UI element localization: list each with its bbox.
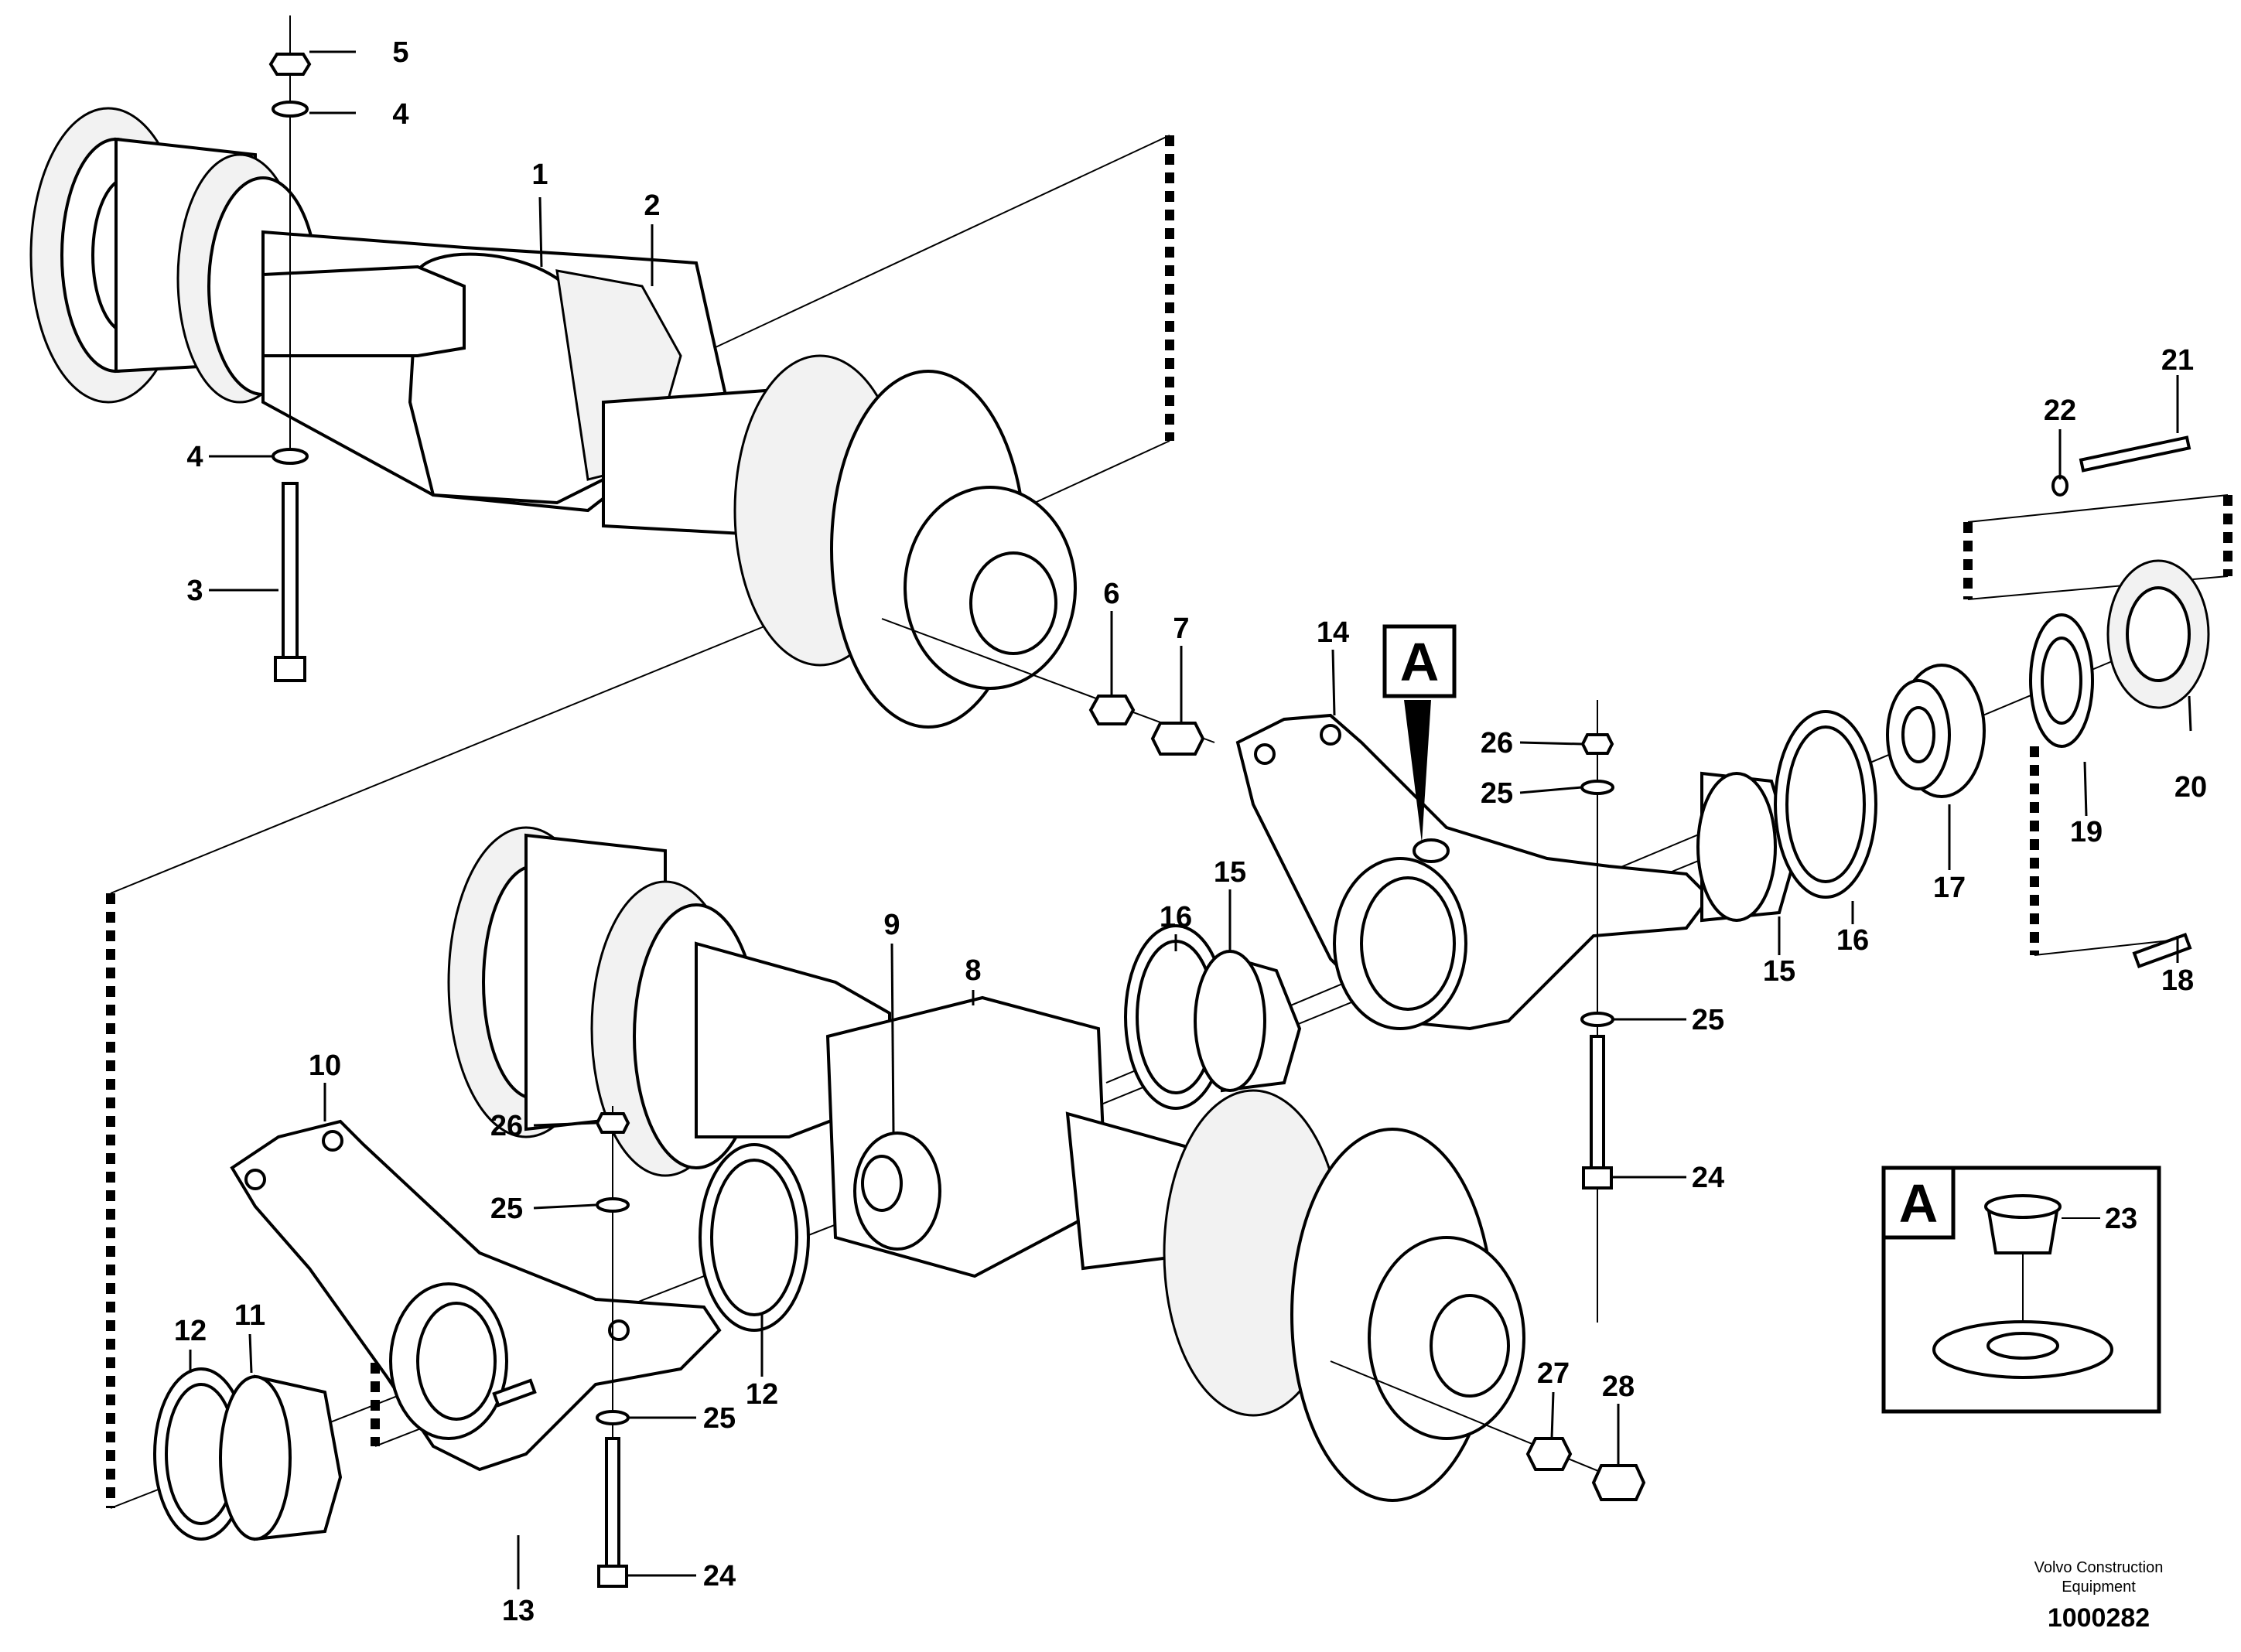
retainer-19 — [2029, 613, 2094, 748]
callout-10: 10 — [309, 1050, 341, 1082]
callout-24-right: 24 — [1692, 1162, 1724, 1194]
brand-line-1: Volvo Construction — [2034, 1559, 2164, 1576]
callout-25-right-top: 25 — [1481, 777, 1513, 810]
washer-4-top — [272, 101, 309, 118]
callout-17: 17 — [1933, 872, 1966, 904]
callout-12-left: 12 — [174, 1315, 207, 1347]
callout-3: 3 — [186, 575, 203, 607]
callout-24-mid: 24 — [703, 1560, 736, 1592]
callout-8: 8 — [965, 954, 981, 987]
callout-13: 13 — [502, 1595, 535, 1627]
nut-5 — [268, 53, 312, 76]
upper-left-bolt-stack — [268, 15, 312, 682]
callout-12-mid: 12 — [746, 1378, 778, 1411]
wheel-nut-28 — [1591, 1464, 1646, 1501]
seal-12-mid — [699, 1143, 810, 1332]
bearing-17 — [1886, 664, 1986, 798]
wheel-nut-27 — [1525, 1437, 1573, 1471]
callout-9: 9 — [883, 909, 900, 941]
bolt-24-mid — [605, 1437, 620, 1568]
callout-16-mid: 16 — [1160, 901, 1192, 934]
callout-11: 11 — [234, 1299, 265, 1332]
nut-26-mid — [595, 1112, 630, 1134]
detail-box-a: A — [1881, 1166, 2161, 1414]
bushing-set-15-16-mid — [1124, 924, 1302, 1110]
footer: Volvo Construction Equipment 1000282 — [2034, 1559, 2164, 1633]
callout-23: 23 — [2105, 1203, 2137, 1235]
bolt-24-right — [1590, 1035, 1605, 1169]
connector-right-a — [1967, 494, 2229, 523]
detail-pointer-arrow — [1404, 700, 1431, 843]
bolt-18 — [2132, 933, 2192, 968]
lower-mid-bolt-stack — [595, 1106, 630, 1588]
lower-wheel-nuts — [1330, 1360, 1646, 1501]
callout-21: 21 — [2161, 344, 2194, 377]
detail-box-label: A — [1899, 1173, 1939, 1234]
lower-axle-assembly — [447, 826, 1525, 1502]
callout-22: 22 — [2044, 394, 2076, 427]
connector-right-c — [2034, 939, 2178, 956]
document-number: 1000282 — [2048, 1603, 2150, 1633]
wheel-nut-7 — [1150, 722, 1205, 756]
upper-axle-assembly — [29, 107, 1077, 729]
brand-line-2: Equipment — [2062, 1579, 2136, 1596]
callout-15-mid: 15 — [1214, 856, 1246, 889]
cover-20 — [2106, 559, 2210, 709]
detail-marker-a: A — [1382, 624, 1457, 843]
bushing-set-15-16-right — [1696, 710, 1877, 923]
callout-26-right: 26 — [1481, 727, 1513, 759]
callout-28: 28 — [1602, 1370, 1635, 1403]
torque-rod-10 — [230, 1119, 722, 1472]
torque-rod-14 — [1235, 713, 1712, 1031]
callout-20: 20 — [2174, 771, 2207, 804]
connector-cross — [110, 622, 774, 894]
wheel-nut-6 — [1088, 695, 1136, 725]
callout-14: 14 — [1317, 616, 1349, 649]
callout-15-right: 15 — [1763, 955, 1795, 988]
callout-18: 18 — [2161, 964, 2194, 997]
connector-upper — [680, 135, 1170, 364]
callout-2: 2 — [644, 189, 660, 222]
grease-cup-A — [1413, 838, 1450, 863]
callout-4-top: 4 — [392, 98, 408, 131]
callout-25-mid-top: 25 — [490, 1193, 523, 1225]
detail-marker-a-text: A — [1400, 632, 1440, 692]
washer-25-right-top — [1580, 780, 1614, 795]
washer-25-mid-bottom — [596, 1410, 630, 1425]
callout-1: 1 — [531, 159, 548, 191]
upper-spring-seat-left — [261, 265, 466, 357]
washer-25-mid-top — [596, 1197, 630, 1213]
stud-13 — [492, 1378, 537, 1408]
bushing-set-11-12-left — [153, 1367, 343, 1541]
upper-right-bolt-stack — [1580, 700, 1614, 1323]
callout-labels: 1 2 3 4 4 5 6 7 8 9 10 11 12 12 13 14 15… — [174, 36, 2207, 1627]
washer-4-bottom — [272, 448, 309, 465]
callout-19: 19 — [2070, 816, 2103, 848]
nut-26-right — [1580, 733, 1614, 755]
callout-25-mid-bottom: 25 — [703, 1402, 736, 1435]
callout-5: 5 — [392, 36, 408, 69]
callout-26-mid: 26 — [490, 1110, 523, 1142]
callout-4-bottom: 4 — [186, 441, 203, 473]
callout-6: 6 — [1103, 578, 1119, 610]
washer-25-right-bottom — [1580, 1012, 1614, 1027]
bolt-3 — [282, 482, 299, 659]
callout-16-right: 16 — [1836, 924, 1869, 957]
callout-leaders — [189, 50, 2192, 1589]
callout-7: 7 — [1173, 613, 1189, 645]
callout-25-right-bottom: 25 — [1692, 1004, 1724, 1036]
upper-wheel-nuts — [881, 618, 1215, 756]
bolt-21 — [2079, 435, 2191, 473]
callout-27: 27 — [1537, 1357, 1570, 1390]
